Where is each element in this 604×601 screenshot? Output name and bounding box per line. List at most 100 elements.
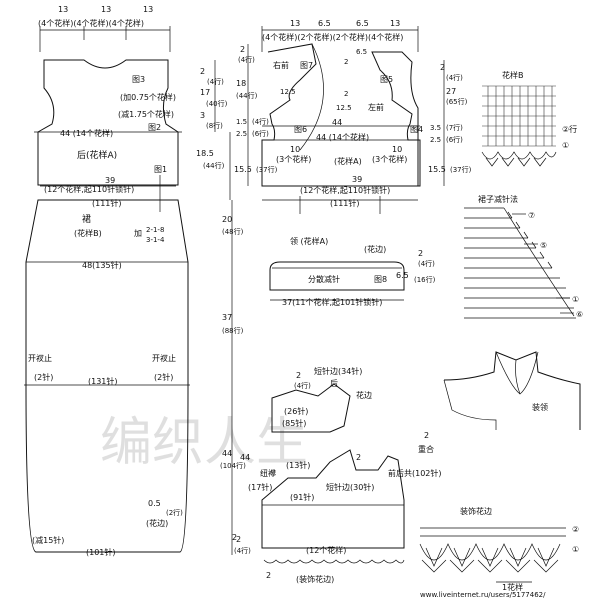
dim-88-rows: (88行) xyxy=(222,326,244,335)
skirt-dec-method: 裙子减针法 ⑦ ⑤ ① ⑥ xyxy=(464,194,583,319)
fr-37-rows: (37行) xyxy=(450,165,472,174)
pattern-b-title: 花样B xyxy=(502,70,524,80)
collar-dec-label: 分散减针 xyxy=(308,274,340,284)
fl-6-rows: (6行) xyxy=(252,129,269,138)
dim-4-rows-bottom: (4行) xyxy=(234,546,251,555)
dim-2-bottom: 2 xyxy=(236,535,241,544)
yoke-short-border: 短针边(34针) xyxy=(314,366,362,376)
back-width-1: 13 xyxy=(58,5,68,14)
deco-repeat: 1花样 xyxy=(502,582,523,592)
front-left-dimensions: 2 (4行) 18 (44行) 1.5 (4行) 2.5 (6行) 15.5 (… xyxy=(234,44,278,186)
back-inc: (加0.75个花样) xyxy=(120,92,176,102)
pattern-b-row2: ②行 xyxy=(562,124,577,134)
source-url: www.liveinternet.ru/users/5177462/ xyxy=(420,591,546,599)
back-fig3: 图3 xyxy=(132,75,145,84)
front-fig7: 图7 xyxy=(300,61,313,70)
dec-marker-1: ① xyxy=(572,295,579,304)
yoke-deco: (装饰花边) xyxy=(296,574,334,584)
front-width-1: 13 xyxy=(290,19,300,28)
slit-left-st: (2针) xyxy=(34,372,53,382)
hem-dec: (减15针) xyxy=(32,535,64,545)
yoke-v44: 44 xyxy=(240,453,250,462)
yoke-border-label: 花边 xyxy=(356,390,372,400)
right-front-label: 右前 xyxy=(273,60,289,70)
front-12-5-a: 12.5 xyxy=(280,88,296,96)
back-skirt-outline xyxy=(25,199,189,553)
yoke-v2c: 2 xyxy=(266,571,271,580)
collar-title: 领 (花样A) xyxy=(290,236,328,246)
dim-8-rows: (8行) xyxy=(206,121,223,130)
front-chest: 44 (14个花样) xyxy=(316,132,369,142)
front-fig5: 图5 xyxy=(380,75,393,84)
yoke-91st: (91针) xyxy=(290,492,314,502)
fr-15-5: 15.5 xyxy=(428,165,446,174)
front-width-3: 6.5 xyxy=(356,19,369,28)
deco-border-title: 装饰花边 xyxy=(460,506,492,516)
mandarin-overlap: 重合 xyxy=(418,444,434,454)
front-chest-cm: 44 xyxy=(332,118,342,127)
yoke-17st: (17针) xyxy=(248,482,272,492)
back-panel: 13 13 13 (4个花样)(4个花样)(4个花样) 图3 (加0.75个花样… xyxy=(24,5,190,557)
fl-15-5: 15.5 xyxy=(234,165,252,174)
front-2-b: 2 xyxy=(344,90,348,98)
fl-1-5: 1.5 xyxy=(236,118,247,126)
skirt-inc-label: 加 xyxy=(134,228,142,238)
collar-piece: 领 (花样A) (花边) 分散减针 图8 6.5 (16行) 2 (4行) 37… xyxy=(269,236,436,307)
hem-half-rows: (2行) xyxy=(166,508,183,517)
yoke-12-patterns: (12个花样) xyxy=(306,545,346,555)
dec-marker-6: ⑥ xyxy=(576,310,583,319)
front-fig6: 图6 xyxy=(294,125,307,134)
fr-65-rows: (65行) xyxy=(446,97,468,106)
dim-17: 17 xyxy=(200,88,210,97)
slit-left: 开衩止 xyxy=(28,353,52,363)
yoke-26st: (26针) xyxy=(284,406,308,416)
front-waist-cm: 39 xyxy=(352,175,362,184)
fr-27: 27 xyxy=(446,87,456,96)
back-chest: 44 (14个花样) xyxy=(60,128,113,138)
skirt-hip: 48(135针) xyxy=(82,260,122,270)
collar-border: (花边) xyxy=(364,244,386,254)
back-waist-st: (111针) xyxy=(92,198,122,208)
back-fig2: 图2 xyxy=(148,123,161,132)
collar-rows-top-r: (4行) xyxy=(418,259,435,268)
skirt-inc-rule-2: 3-1-4 xyxy=(146,236,165,244)
dim-20: 20 xyxy=(222,215,232,224)
hem-bottom-st: (101针) xyxy=(86,547,116,557)
slit-right-st: (2针) xyxy=(154,372,173,382)
skirt-label: 裙 xyxy=(82,213,91,225)
fr-4-rows: (4行) xyxy=(446,73,463,82)
front-fig4: 图4 xyxy=(410,125,423,134)
collar-outline xyxy=(269,261,405,291)
dim-44-rows: (44行) xyxy=(203,161,225,170)
collar-rows-top: 2 xyxy=(418,249,423,258)
yoke-13st: (13针) xyxy=(286,460,310,470)
decorative-border-chart: 装饰花边 ② ① 1花样 xyxy=(419,506,579,592)
front-side-r: 10 xyxy=(392,145,402,154)
hem-border: (花边) xyxy=(146,518,168,528)
back-width-3: 13 xyxy=(143,5,153,14)
mandarin-label: 装领 xyxy=(532,402,548,412)
fr-3-5: 3.5 xyxy=(430,124,441,132)
yoke-v2: 2 xyxy=(232,533,237,542)
back-waist-note: (12个花样,起110针锁针) xyxy=(44,184,134,194)
front-pattern-name: (花样A) xyxy=(334,156,362,166)
yoke-knot: 纽襻 xyxy=(260,468,276,478)
back-fig1: 图1 xyxy=(154,165,167,174)
fl-18: 18 xyxy=(236,79,246,88)
front-side-l: 10 xyxy=(290,145,300,154)
dim-18-5: 18.5 xyxy=(196,149,214,158)
front-12-5-b: 12.5 xyxy=(336,104,352,112)
yoke-85st: (85针) xyxy=(282,418,306,428)
front-width-4: 13 xyxy=(390,19,400,28)
fr-2-5: 2.5 xyxy=(430,136,441,144)
collar-rows: (16行) xyxy=(414,275,436,284)
back-width-2: 13 xyxy=(101,5,111,14)
collar-height: 6.5 xyxy=(396,271,409,280)
front-width-2: 6.5 xyxy=(318,19,331,28)
fl-44-rows: (44行) xyxy=(236,91,258,100)
front-panel: 13 6.5 6.5 13 (4个花样)(2个花样)(2个花样)(4个花样) 右… xyxy=(261,19,423,214)
dim-48-rows: (48行) xyxy=(222,227,244,236)
mandarin-outline xyxy=(443,351,581,430)
yoke-short-border2: 短针边(30针) xyxy=(326,482,374,492)
